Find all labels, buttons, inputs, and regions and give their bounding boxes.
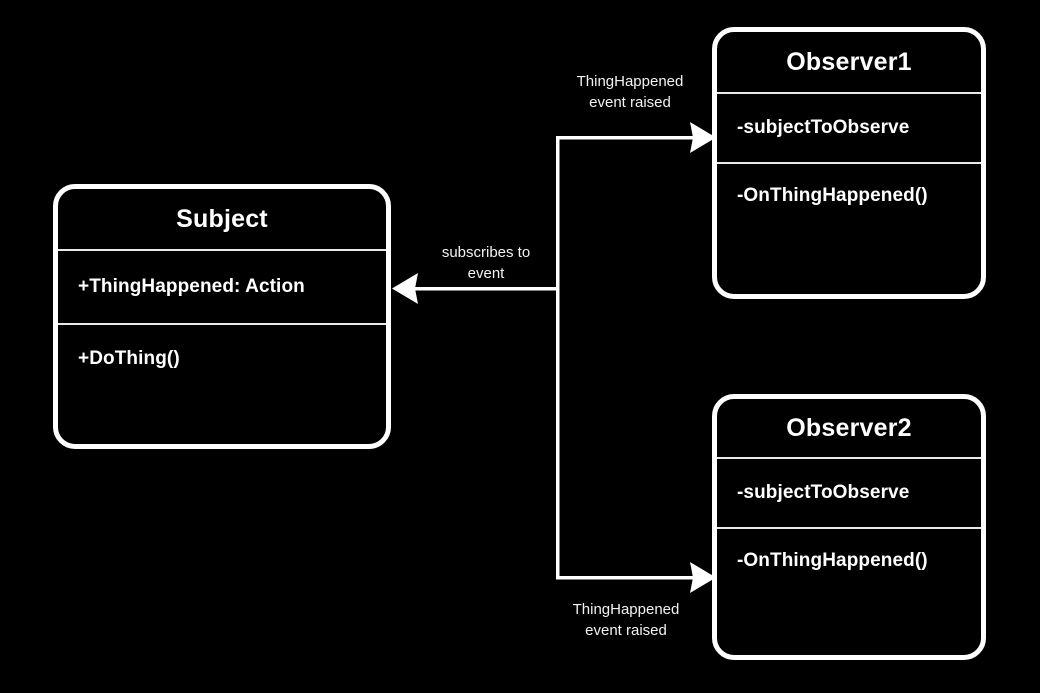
class-attributes-observer1: -subjectToObserve	[717, 94, 981, 164]
arrowhead-subject	[392, 273, 418, 304]
class-title-observer1: Observer1	[717, 32, 981, 94]
class-box-observer1[interactable]: Observer1 -subjectToObserve -OnThingHapp…	[712, 27, 986, 299]
class-operations-observer1: -OnThingHappened()	[737, 185, 928, 206]
arrowhead-observer1	[690, 122, 716, 153]
class-operations-subject: +DoThing()	[78, 348, 180, 369]
class-operations-observer2: -OnThingHappened()	[737, 550, 928, 571]
class-title-subject: Subject	[58, 189, 386, 251]
arrowheads	[392, 122, 716, 593]
class-attributes-subject: +ThingHappened: Action	[58, 251, 386, 325]
class-box-subject[interactable]: Subject +ThingHappened: Action +DoThing(…	[53, 184, 391, 449]
class-attributes-observer2: -subjectToObserve	[717, 459, 981, 529]
class-title-observer2: Observer2	[717, 399, 981, 459]
class-box-observer2[interactable]: Observer2 -subjectToObserve -OnThingHapp…	[712, 394, 986, 660]
arrowhead-observer2	[690, 562, 716, 593]
